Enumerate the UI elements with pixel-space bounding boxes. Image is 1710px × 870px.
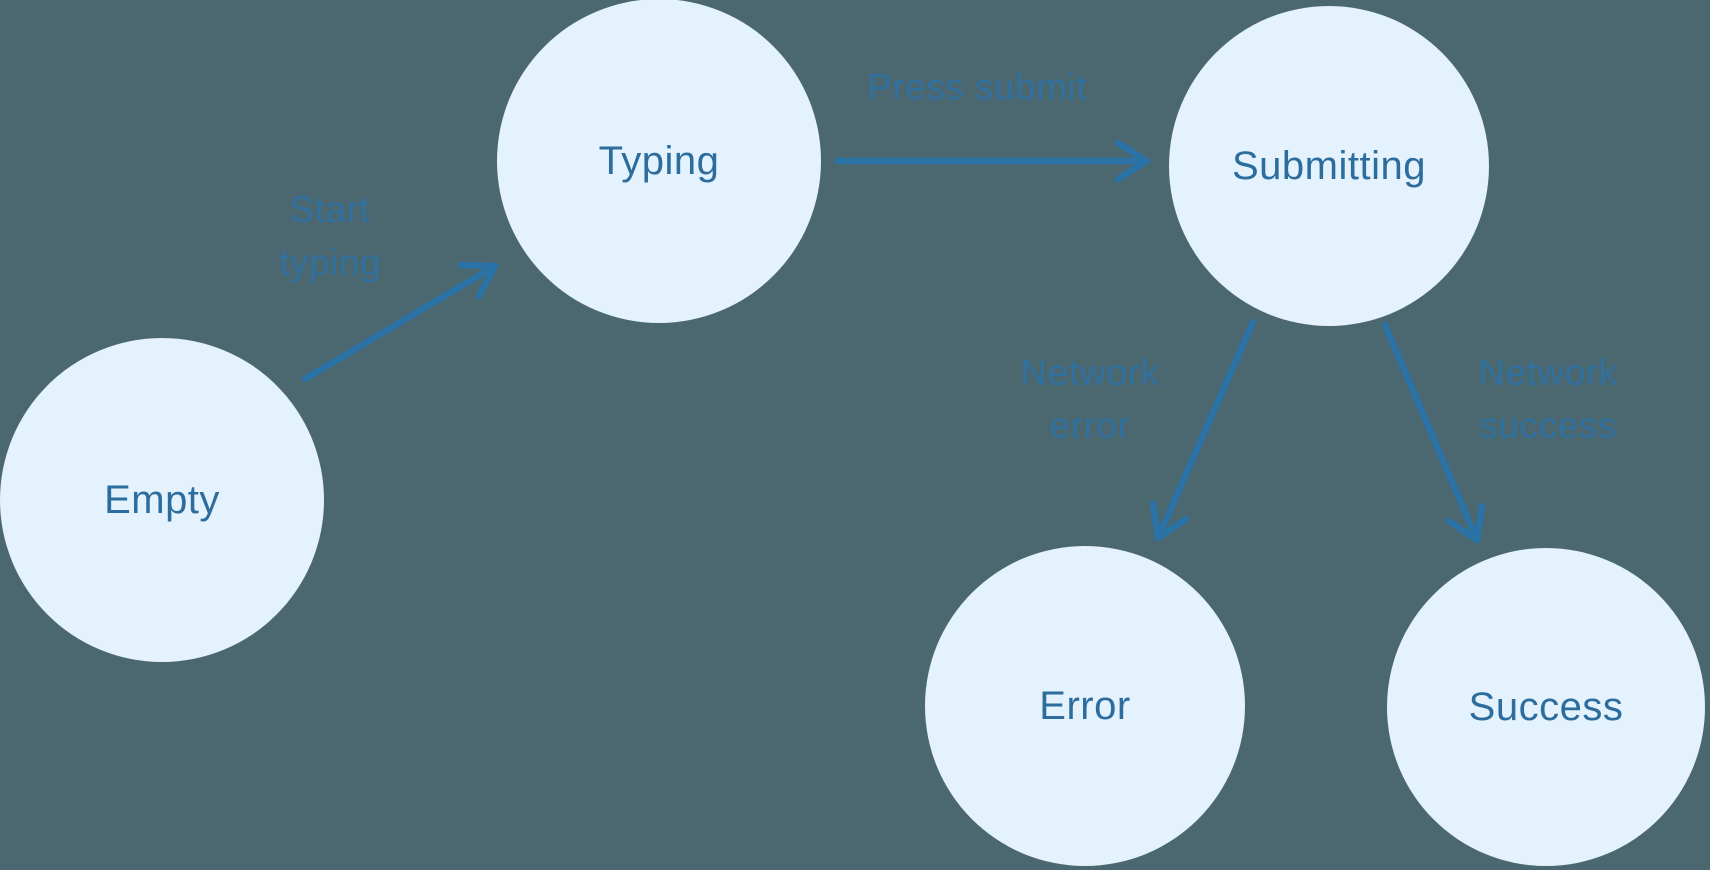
state-node-empty: Empty (0, 338, 324, 662)
state-label-empty: Empty (104, 477, 220, 522)
edge-arrow-submitting-success (1381, 321, 1486, 544)
state-node-error: Error (925, 546, 1245, 866)
edge-label-start-typing: Start typing (279, 189, 381, 283)
edge-label-press-submit: Press submit (867, 66, 1087, 108)
edge-arrow-submitting-error (1149, 318, 1257, 542)
state-label-error: Error (1039, 683, 1131, 728)
state-node-submitting: Submitting (1169, 6, 1489, 326)
state-label-submitting: Submitting (1232, 143, 1426, 188)
state-node-typing: Typing (497, 0, 821, 323)
edge-label-network-success: Network success (1478, 352, 1618, 446)
state-node-success: Success (1387, 548, 1705, 866)
edge-arrow-typing-submitting (834, 139, 1151, 183)
state-label-success: Success (1468, 684, 1624, 729)
edge-arrow-empty-typing (301, 261, 499, 383)
state-label-typing: Typing (598, 138, 720, 183)
edge-label-network-error: Network error (1020, 352, 1160, 446)
